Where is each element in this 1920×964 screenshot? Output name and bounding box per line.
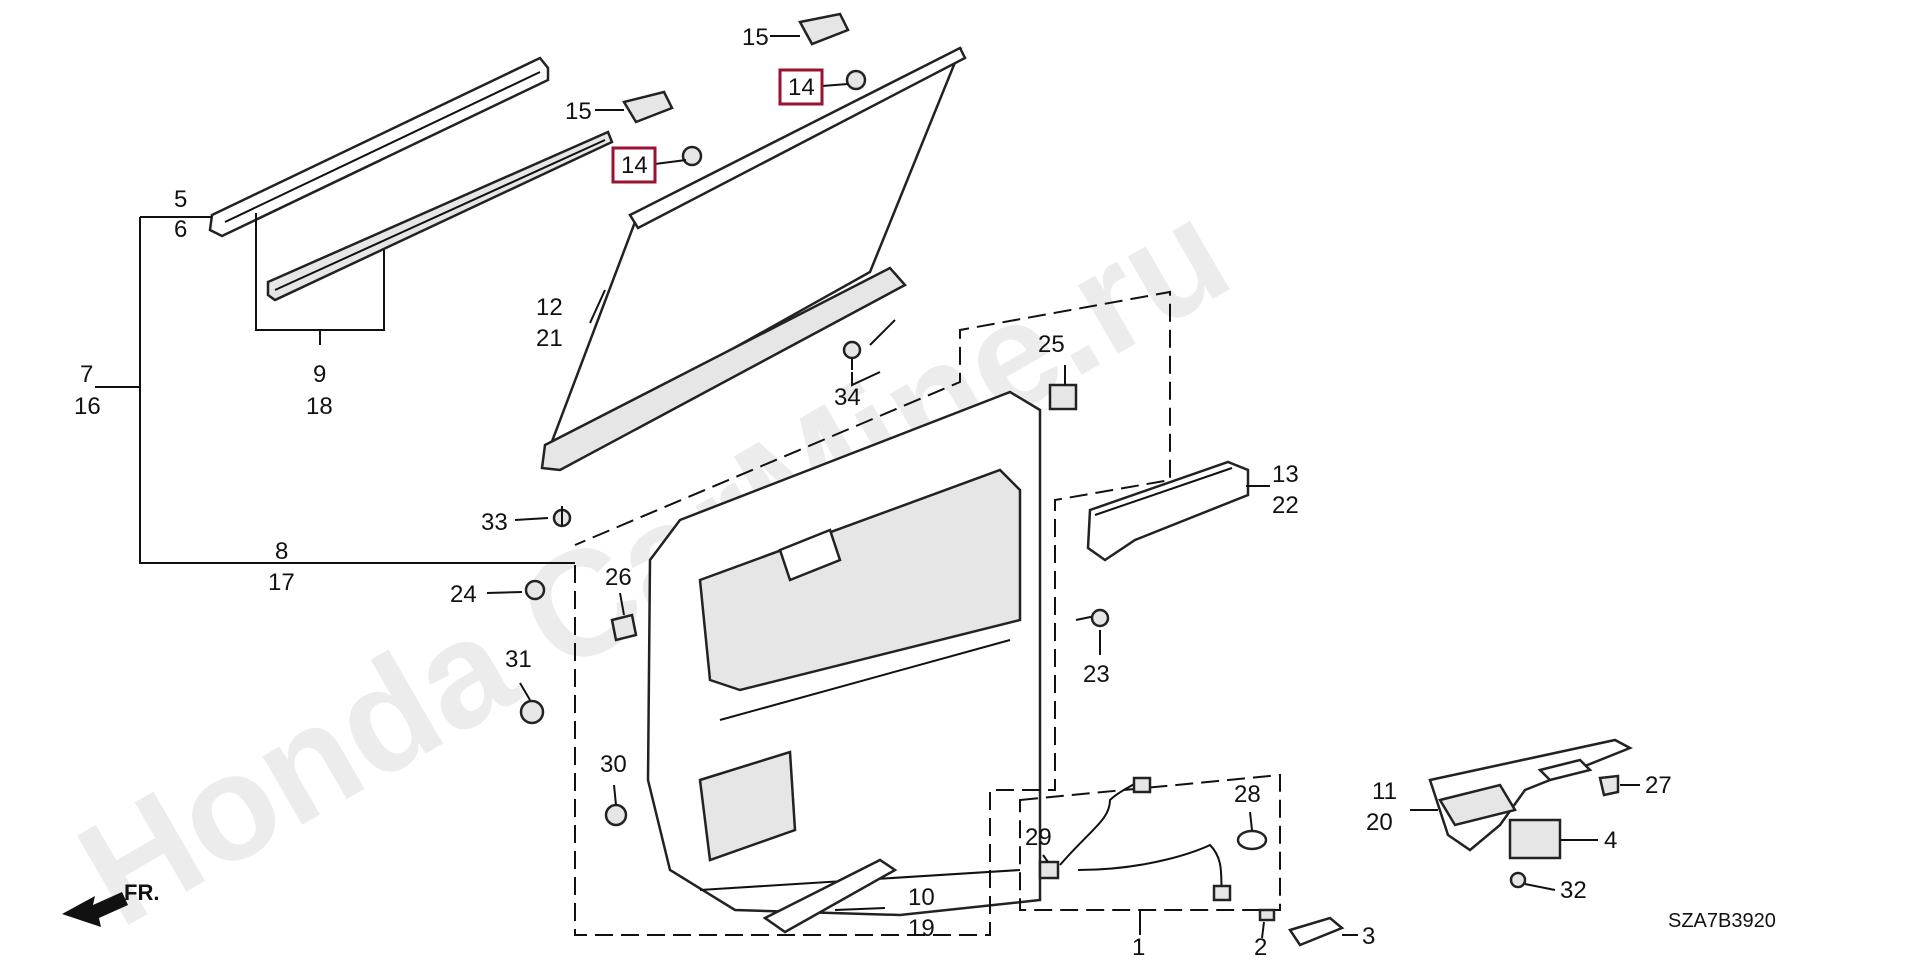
callout-23[interactable]: 23	[1083, 661, 1110, 688]
callout-10[interactable]: 10	[908, 884, 935, 911]
callout-30[interactable]: 30	[600, 751, 627, 778]
clip-25[interactable]	[1048, 383, 1078, 411]
callout-4[interactable]: 4	[1604, 827, 1617, 854]
callout-29[interactable]: 29	[1025, 824, 1052, 851]
callout-28[interactable]: 28	[1234, 781, 1261, 808]
callout-12[interactable]: 12	[536, 294, 563, 321]
callout-9[interactable]: 9	[313, 361, 326, 388]
highlight-box-14	[611, 146, 657, 184]
clip-26[interactable]	[610, 613, 638, 642]
callout-15[interactable]: 15	[565, 98, 592, 125]
screw-23[interactable]	[1075, 608, 1110, 628]
screw-34[interactable]	[842, 340, 862, 370]
callout-2[interactable]: 2	[1254, 934, 1267, 961]
diagram-code: SZA7B3920	[1668, 910, 1776, 932]
trim-strip[interactable]	[762, 858, 898, 934]
callout-22[interactable]: 22	[1272, 492, 1299, 519]
callout-1[interactable]: 1	[1132, 934, 1145, 961]
screw-24[interactable]	[524, 579, 546, 601]
callout-33[interactable]: 33	[481, 509, 508, 536]
callout-7[interactable]: 7	[80, 361, 93, 388]
callout-6[interactable]: 6	[174, 216, 187, 243]
highlight-box-14	[778, 68, 824, 106]
connector-29[interactable]	[1038, 860, 1060, 880]
screw-30[interactable]	[604, 803, 628, 827]
callout-labels: 15 15 14 14 5 6 7 16 8 17 9 18 12 21 34 …	[74, 24, 1672, 961]
callout-19[interactable]: 19	[908, 915, 935, 942]
window-screen[interactable]	[540, 46, 967, 472]
clip-2[interactable]	[1258, 908, 1276, 922]
clip-14-mid[interactable]	[681, 145, 703, 167]
door-molding-lower[interactable]	[266, 130, 614, 302]
callout-3[interactable]: 3	[1362, 923, 1375, 950]
callout-31[interactable]: 31	[505, 646, 532, 673]
callout-32[interactable]: 32	[1560, 877, 1587, 904]
armrest-cap[interactable]	[1086, 460, 1250, 562]
door-molding-upper[interactable]	[208, 56, 550, 238]
callout-14[interactable]: 14	[621, 152, 648, 179]
screw-32[interactable]	[1509, 871, 1527, 889]
callout-18[interactable]: 18	[306, 393, 333, 420]
leader-lines	[95, 35, 1640, 939]
lens-3[interactable]	[1288, 916, 1345, 947]
assembly-boundary	[574, 290, 1171, 936]
switch-panel[interactable]	[1428, 738, 1633, 852]
callout-25[interactable]: 25	[1038, 331, 1065, 358]
front-arrow-icon: FR.	[62, 880, 159, 927]
clip-15-mid[interactable]	[622, 90, 674, 124]
callout-34[interactable]: 34	[834, 384, 861, 411]
callout-24[interactable]: 24	[450, 581, 477, 608]
door-lining-panel[interactable]	[646, 390, 1042, 917]
callout-21[interactable]: 21	[536, 325, 563, 352]
clip-27[interactable]	[1598, 774, 1620, 797]
wire-harness[interactable]	[1059, 776, 1232, 902]
callout-13[interactable]: 13	[1272, 461, 1299, 488]
callout-27[interactable]: 27	[1645, 772, 1672, 799]
callout-5[interactable]: 5	[174, 186, 187, 213]
callout-17[interactable]: 17	[268, 569, 295, 596]
screw-33[interactable]	[552, 506, 572, 528]
nut-31[interactable]	[519, 699, 545, 725]
clamp-28[interactable]	[1236, 829, 1268, 851]
callout-8[interactable]: 8	[275, 538, 288, 565]
front-label: FR.	[124, 880, 159, 905]
harness-boundary	[1019, 773, 1281, 911]
switch-4[interactable]	[1508, 818, 1562, 860]
callout-11[interactable]: 11	[1372, 778, 1397, 805]
callout-26[interactable]: 26	[605, 564, 632, 591]
callout-20[interactable]: 20	[1366, 809, 1393, 836]
callout-15[interactable]: 15	[742, 24, 769, 51]
callout-14[interactable]: 14	[788, 74, 815, 101]
callout-16[interactable]: 16	[74, 393, 101, 420]
clip-14-top[interactable]	[845, 69, 867, 91]
clip-15-top[interactable]	[798, 12, 850, 46]
